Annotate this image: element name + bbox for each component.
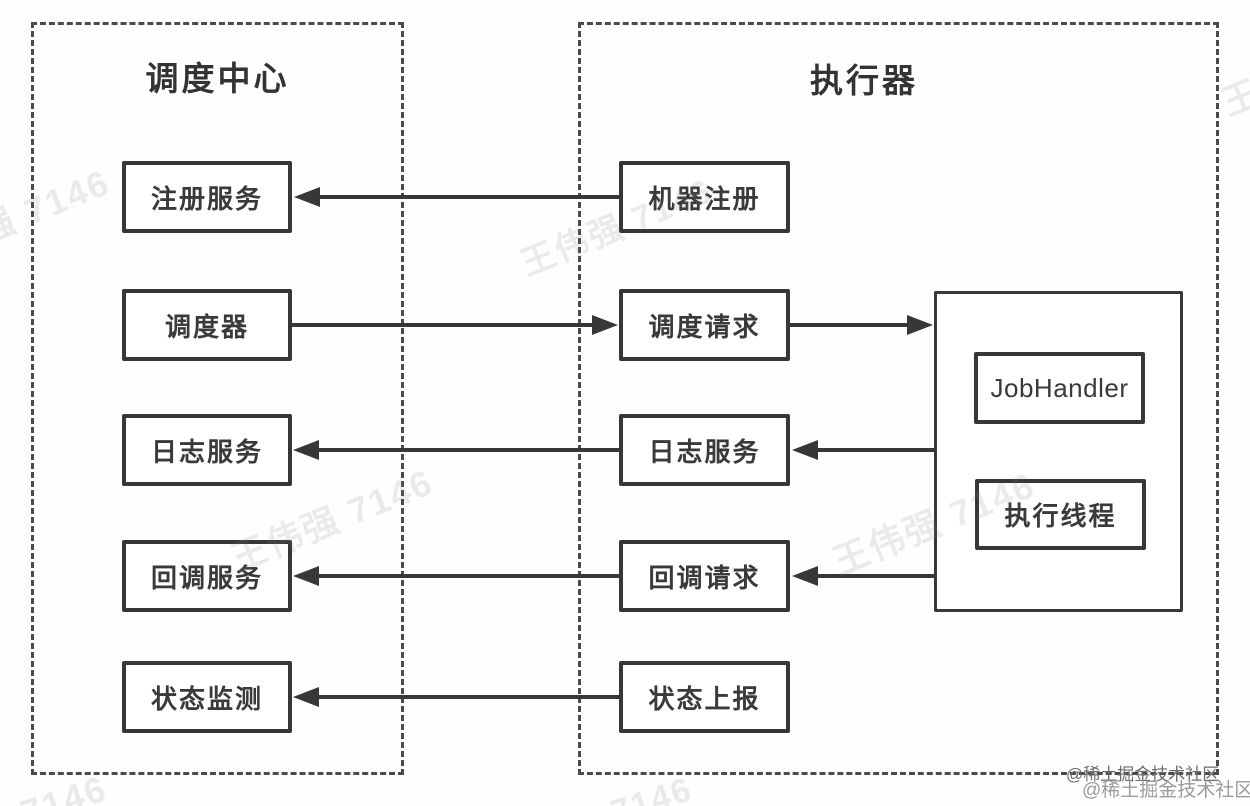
- node-callback-request: 回调请求: [619, 540, 790, 612]
- node-register-service-label: 注册服务: [150, 183, 263, 214]
- node-jobhandler-label: JobHandler: [990, 372, 1129, 403]
- node-callback-request-label: 回调请求: [648, 562, 761, 593]
- node-status-monitor: 状态监测: [122, 661, 292, 733]
- watermark-author-bottom-middle: 7146: [606, 770, 698, 806]
- scheduler-center-title: 调度中心: [145, 60, 290, 97]
- watermark-credit-light: @稀土掘金技术社区: [1082, 780, 1250, 801]
- node-callback-service: 回调服务: [122, 540, 292, 612]
- node-status-monitor-label: 状态监测: [150, 683, 263, 714]
- node-machine-register: 机器注册: [619, 161, 790, 233]
- node-machine-register-label: 机器注册: [648, 183, 761, 214]
- node-executor-log-service-label: 日志服务: [648, 436, 761, 467]
- node-scheduler: 调度器: [122, 289, 292, 361]
- node-callback-service-label: 回调服务: [150, 562, 263, 593]
- node-center-log-service-label: 日志服务: [150, 436, 263, 467]
- node-jobhandler: JobHandler: [974, 352, 1145, 424]
- scheduler-center-group-frame: [31, 22, 404, 775]
- node-execution-thread: 执行线程: [975, 479, 1146, 550]
- node-execution-thread-label: 执行线程: [1004, 501, 1117, 531]
- node-executor-log-service: 日志服务: [619, 414, 790, 486]
- node-dispatch-request: 调度请求: [619, 289, 790, 361]
- node-dispatch-request-label: 调度请求: [648, 311, 761, 342]
- runtime-container: [934, 291, 1183, 612]
- node-register-service: 注册服务: [122, 161, 292, 233]
- node-scheduler-label: 调度器: [164, 311, 249, 342]
- node-status-report-label: 状态上报: [648, 683, 761, 714]
- node-status-report: 状态上报: [619, 661, 790, 733]
- executor-group-frame: [578, 22, 1219, 775]
- executor-title: 执行器: [810, 62, 918, 99]
- node-center-log-service: 日志服务: [122, 414, 292, 486]
